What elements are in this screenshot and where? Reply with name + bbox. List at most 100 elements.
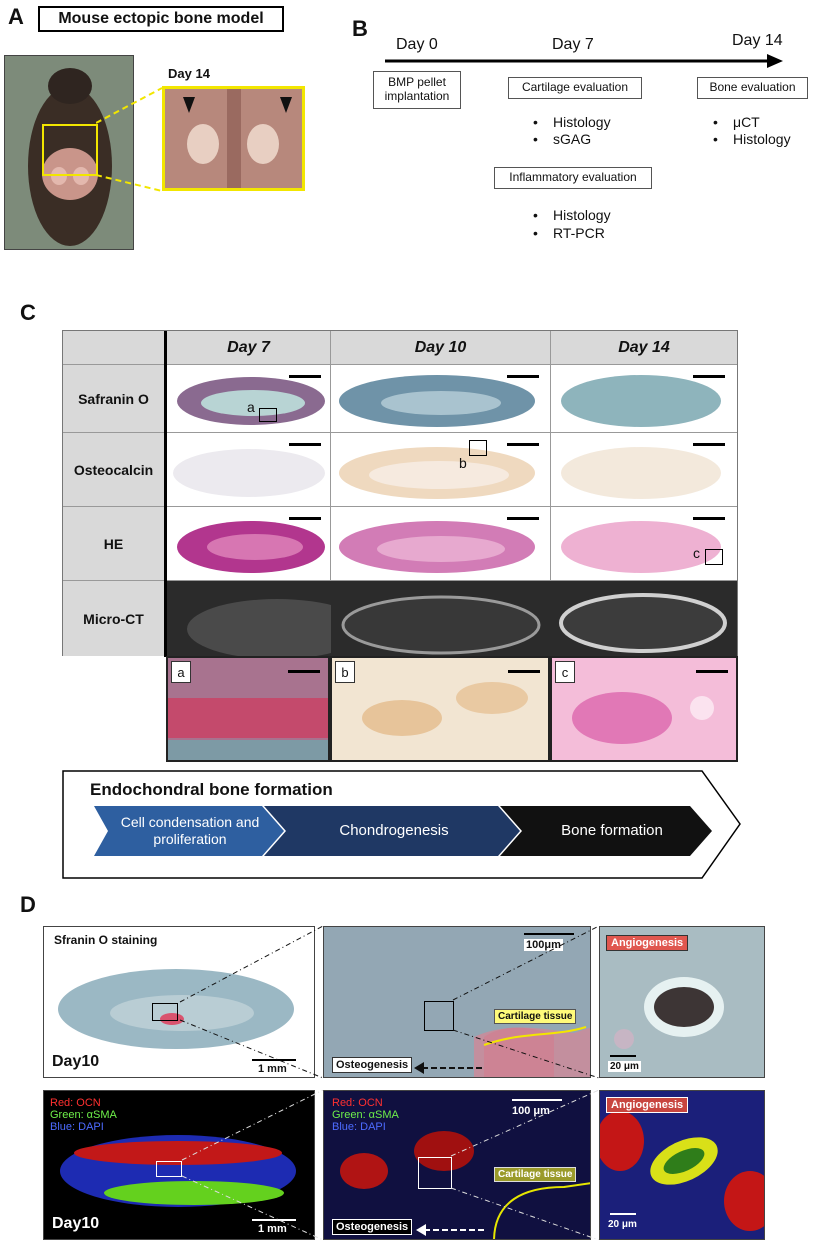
legend-blue-2: Blue: DAPI	[332, 1121, 386, 1133]
panel-a-title: Mouse ectopic bone model	[38, 6, 284, 32]
fluorescence-overview: Red: OCN Green: αSMA Blue: DAPI Day10 1 …	[43, 1090, 315, 1240]
inset-connector-lines	[96, 87, 163, 192]
scale-20um-label: 20 μm	[608, 1061, 641, 1072]
panel-d-connectors-top	[179, 926, 600, 1079]
arrowhead-left	[183, 97, 195, 113]
scalebar	[507, 517, 539, 520]
scalebar	[252, 1059, 296, 1061]
panel-a-letter: A	[8, 4, 24, 29]
legend-green-2: Green: αSMA	[332, 1109, 399, 1121]
row-label-osteocalcin: Osteocalcin	[63, 432, 164, 506]
cell-safranin-day14	[551, 364, 737, 432]
angiogenesis-tag: Angiogenesis	[606, 935, 689, 951]
overview-scale-label: 1 mm	[258, 1063, 287, 1075]
cartilage-tag-2: Cartilage tissue	[494, 1167, 577, 1182]
overview-roi-box	[152, 1003, 178, 1021]
table-divider	[164, 331, 167, 657]
inset-day-label: Day 14	[168, 66, 210, 81]
scalebar	[524, 933, 574, 935]
row-label-safranin: Safranin O	[63, 364, 164, 432]
overview-day-label: Day10	[52, 1053, 100, 1070]
scalebar	[610, 1213, 636, 1215]
osteogenesis-arrow	[414, 1062, 482, 1074]
zoom-label-c: c	[555, 661, 575, 683]
overview-title: Sfranin O staining	[54, 933, 158, 947]
timeline-arrow	[385, 54, 783, 68]
scale-20um-label-2: 20 μm	[608, 1219, 637, 1230]
row-label-microct: Micro-CT	[63, 580, 164, 656]
step-cell-condensation: Cell condensation and proliferation	[120, 814, 260, 847]
fluor-roi-box-2	[418, 1157, 452, 1189]
roi-box-a	[259, 408, 277, 422]
roi-box-c	[705, 549, 723, 565]
mouse-roi-box	[42, 124, 98, 176]
panel-c-letter: C	[20, 300, 36, 325]
column-header-day7: Day 7	[167, 331, 331, 364]
inflammatory-eval-box: Inflammatory evaluation	[494, 167, 652, 189]
safranin-overview: Sfranin O staining Day10 1 mm	[43, 926, 315, 1078]
inflammatory-item-1: Histology	[533, 207, 611, 223]
scalebar	[289, 443, 321, 446]
scale-100um-label-2: 100 μm	[512, 1105, 550, 1117]
cell-osteocalcin-day14	[551, 432, 737, 506]
safranin-magnified: Cartilage tissue 100μm Osteogenesis	[323, 926, 591, 1078]
inflammatory-item-2: RT-PCR	[533, 225, 605, 241]
magnified-image-a: a	[166, 656, 330, 762]
step-bone-formation: Bone formation	[561, 822, 663, 839]
bone-item-1: μCT	[713, 114, 760, 130]
fluor-day-label: Day10	[52, 1215, 100, 1232]
legend-green: Green: αSMA	[50, 1109, 117, 1121]
cell-he-day14: c	[551, 506, 737, 580]
scalebar	[508, 670, 540, 673]
scale-100um-label: 100μm	[524, 939, 563, 951]
column-header-day10: Day 10	[331, 331, 551, 364]
implant-box: BMP pellet implantation	[373, 71, 461, 109]
angiogenesis-magnified: Angiogenesis 20 μm	[599, 926, 765, 1078]
magnified-image-c: c	[550, 656, 738, 762]
panel-b-letter: B	[352, 16, 368, 41]
cell-safranin-day7: a	[167, 364, 331, 432]
cell-osteocalcin-day7	[167, 432, 331, 506]
scalebar	[507, 375, 539, 378]
angiogenesis-tag-2: Angiogenesis	[606, 1097, 689, 1113]
cartilage-eval-box: Cartilage evaluation	[508, 77, 642, 99]
bone-eval-box: Bone evaluation	[697, 77, 808, 99]
legend-blue: Blue: DAPI	[50, 1121, 104, 1133]
timeline-day0: Day 0	[396, 36, 438, 53]
bone-item-2: Histology	[713, 131, 791, 147]
cartilage-tag: Cartilage tissue	[494, 1009, 577, 1024]
process-steps-shapes	[94, 806, 712, 856]
timeline-day14: Day 14	[732, 32, 783, 49]
fluorescence-angiogenesis: Angiogenesis 20 μm	[599, 1090, 765, 1240]
process-title: Endochondral bone formation	[90, 780, 333, 799]
timeline-day7: Day 7	[552, 36, 594, 53]
cell-microct-day7	[167, 580, 331, 656]
arrowhead-right	[280, 97, 292, 113]
scalebar	[252, 1219, 296, 1221]
cell-osteocalcin-day10: b	[331, 432, 551, 506]
panel-d-letter: D	[20, 892, 36, 917]
scalebar	[693, 517, 725, 520]
scalebar	[289, 375, 321, 378]
panel-d-connectors-bottom	[181, 1090, 600, 1240]
scalebar	[610, 1055, 636, 1057]
cell-safranin-day10	[331, 364, 551, 432]
fluorescence-magnified: Red: OCN Green: αSMA Blue: DAPI 100 μm C…	[323, 1090, 591, 1240]
table-corner	[63, 331, 165, 364]
cartilage-item-1: Histology	[533, 114, 611, 130]
scalebar	[288, 670, 320, 673]
roi-label-b: b	[459, 455, 467, 471]
osteogenesis-tag: Osteogenesis	[332, 1057, 413, 1073]
mouse-silhouette	[5, 56, 133, 249]
osteogenesis-tag-2: Osteogenesis	[332, 1219, 413, 1235]
column-header-day14: Day 14	[551, 331, 737, 364]
scalebar	[696, 670, 728, 673]
osteogenesis-arrow-2	[416, 1224, 484, 1236]
roi-label-c: c	[693, 545, 700, 561]
roi-box-b	[469, 440, 487, 456]
cell-he-day7	[167, 506, 331, 580]
roi-label-a: a	[247, 399, 255, 415]
step-chondrogenesis: Chondrogenesis	[339, 822, 449, 839]
magnified-image-b: b	[330, 656, 550, 762]
magnified-roi-box	[424, 1001, 454, 1031]
